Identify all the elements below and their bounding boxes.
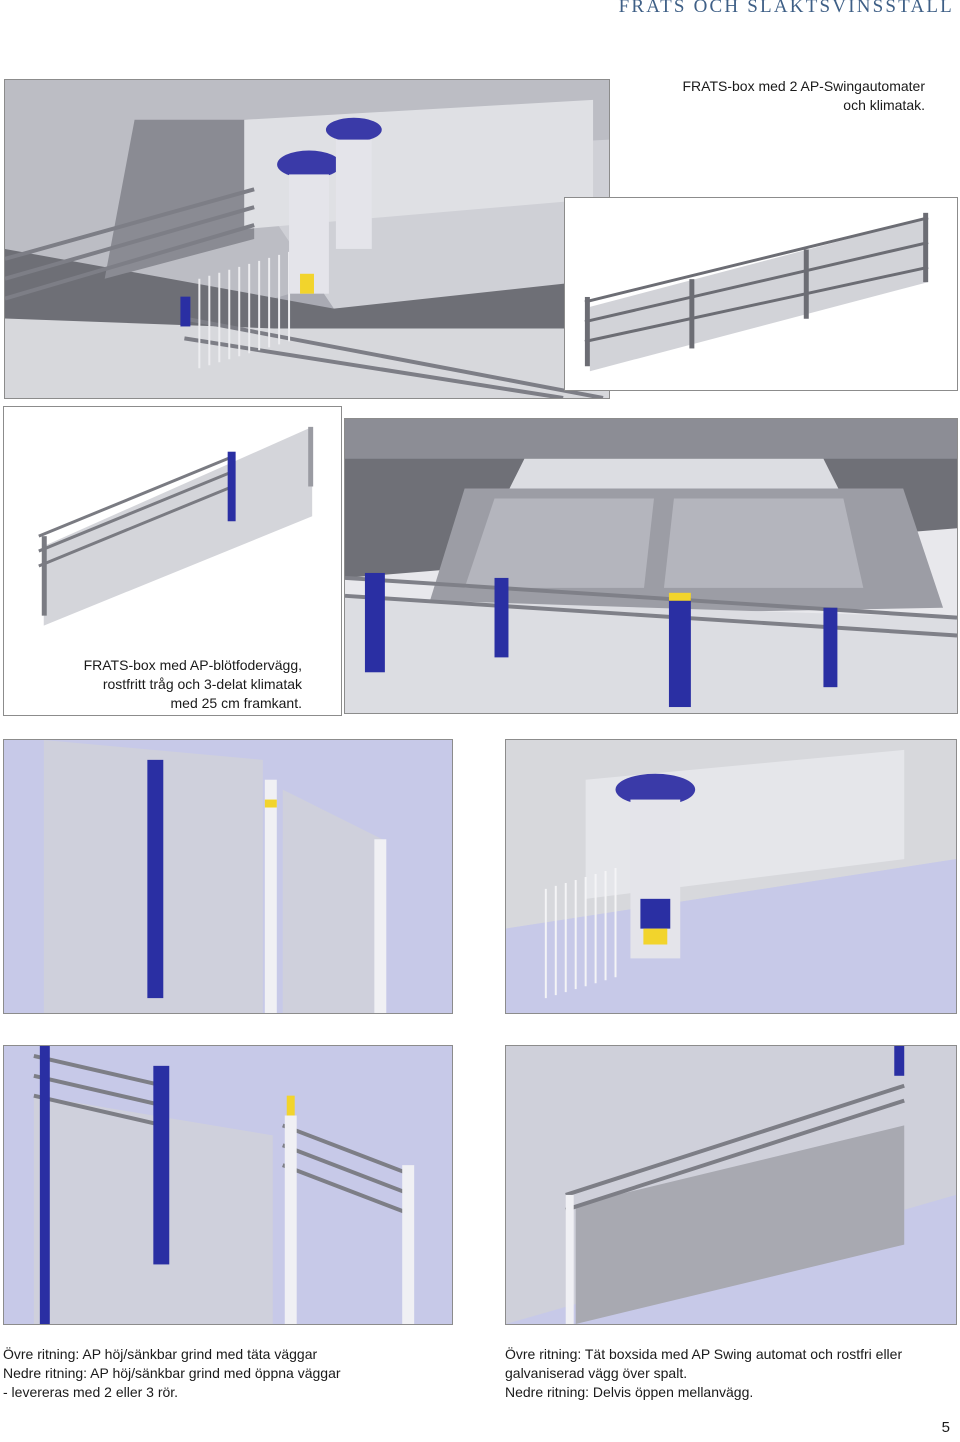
illustration-gate-open-walls [3,1045,453,1325]
figure-caption-1: FRATS-box med 2 AP-Swingautomater och kl… [682,78,925,113]
page-number: 5 [941,1419,950,1436]
illustration-partially-open-wall [505,1045,957,1325]
illustration-swing-feeder-gate [505,739,957,1014]
illustration-frats-box-swing-feeders [4,79,610,399]
header-title: FRATS OCH SLAKTSVINSSTALL [618,0,954,17]
figure-caption-2: FRATS-box med AP-blötfodervägg, rostfrit… [83,657,302,711]
illustration-wall-wet-feeding [3,406,342,716]
illustration-pen-wall-rails [564,197,958,391]
illustration-pen-troughs-roof [344,418,958,714]
bottom-caption-left: Övre ritning: AP höj/sänkbar grind med t… [3,1346,341,1400]
bottom-caption-right: Övre ritning: Tät boxsida med AP Swing a… [505,1346,903,1400]
illustration-gate-closed-walls [3,739,453,1014]
